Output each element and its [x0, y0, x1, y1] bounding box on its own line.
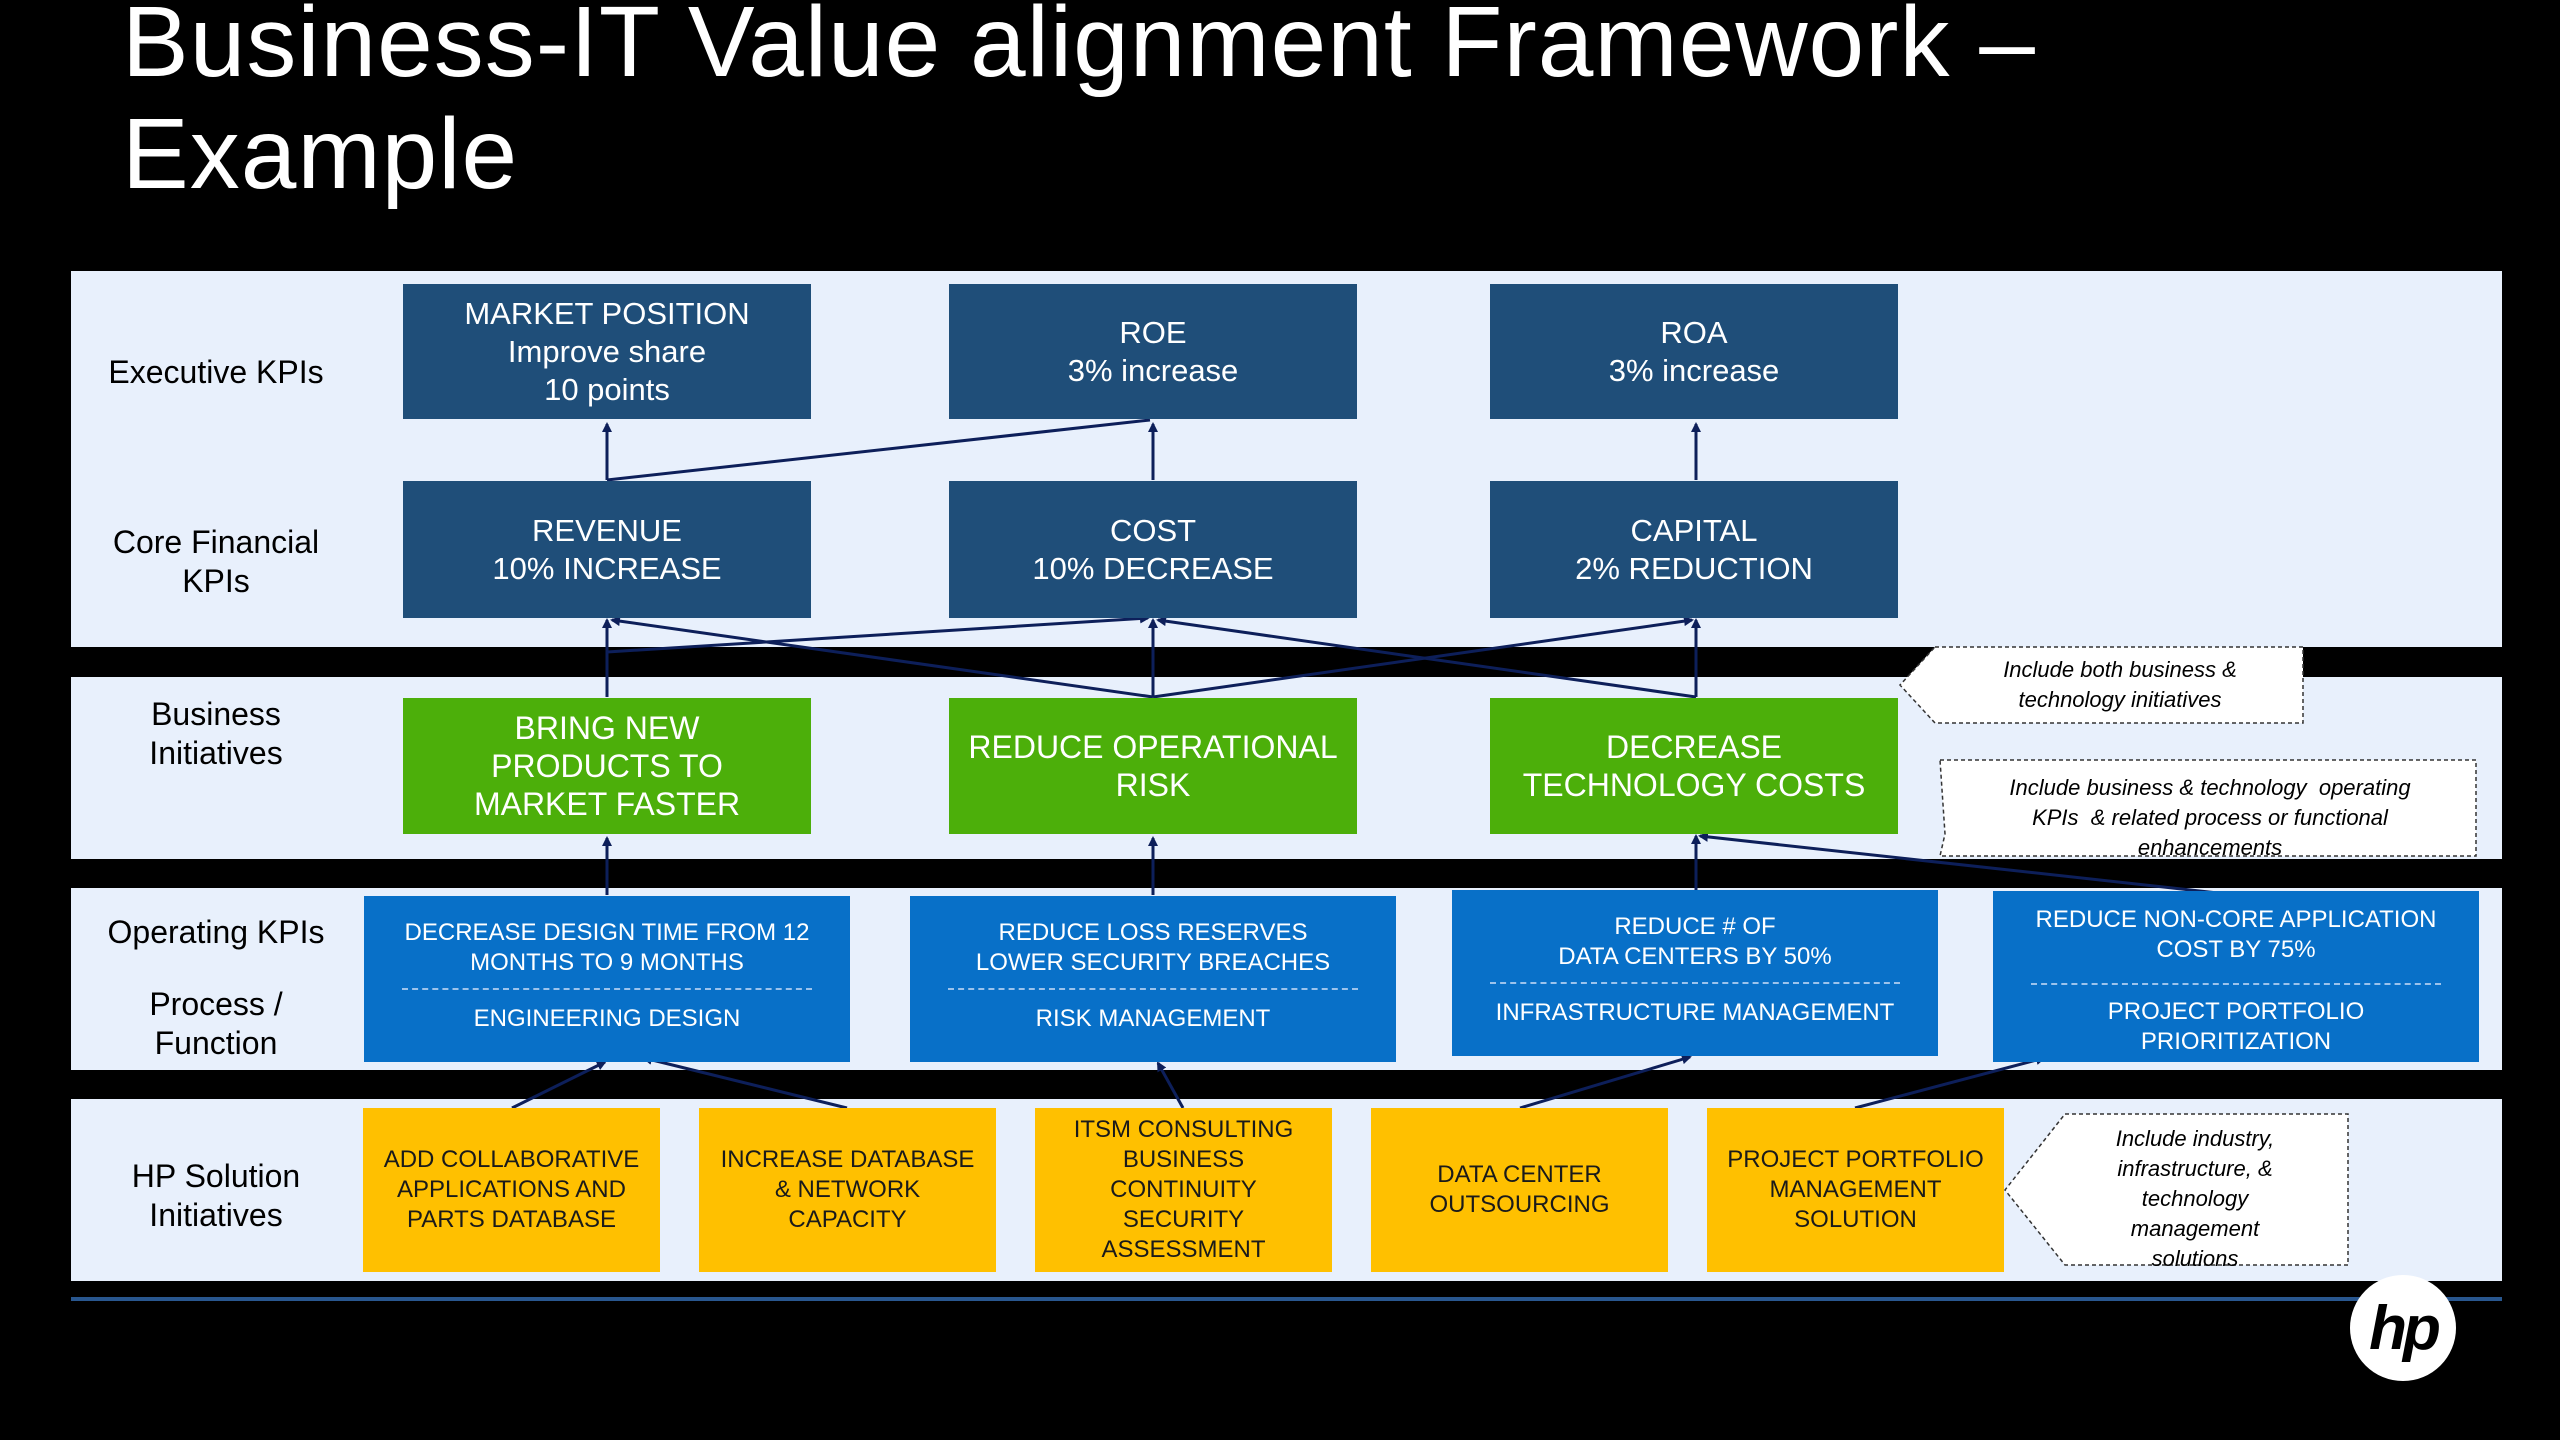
line-revenue-roe: [606, 418, 1151, 482]
line-dc-infra: [1519, 1054, 1692, 1110]
line-itsm-risk: [1156, 1061, 1185, 1109]
callout-shape-operating: [1939, 759, 2477, 857]
dashed-separator: [2030, 983, 2442, 985]
process-function-label: ENGINEERING DESIGN: [473, 1005, 741, 1032]
row-label-operating: Operating KPIs: [107, 914, 325, 950]
callout-business: Include both business &technology initia…: [2003, 657, 2237, 712]
hp-logo-icon: hp: [2350, 1275, 2456, 1381]
title-line-1: Business-IT Value alignment Framework –: [122, 0, 2036, 98]
line-risk-capital: [1152, 616, 1694, 699]
row-label-process: Process /Function: [149, 986, 283, 1061]
dashed-separator: [1489, 982, 1901, 984]
line-ppm-noncore: [1854, 1055, 2046, 1110]
line-bring-cost: [606, 613, 1150, 654]
title-line-2: Example: [122, 98, 519, 210]
line-risk-revenue: [610, 616, 1154, 699]
callout-shape-hp: [2004, 1113, 2349, 1266]
row-label-executive: Executive KPIs: [108, 354, 324, 390]
page-title: Business-IT Value alignment Framework – …: [122, 0, 2422, 210]
dashed-separator: [947, 988, 1359, 990]
process-function-label: INFRASTRUCTURE MANAGEMENT: [1495, 999, 1895, 1026]
line-noncore-tech: [1698, 831, 2237, 897]
line-db-design: [642, 1055, 848, 1110]
process-function-label: RISK MANAGEMENT: [1035, 1005, 1271, 1032]
bottom-divider: [71, 1297, 2502, 1301]
callout-shape-business: [1898, 646, 2304, 724]
line-collab-design: [511, 1060, 607, 1110]
dashed-separator: [401, 988, 813, 990]
callout-hp: Include industry,infrastructure, &techno…: [2115, 1126, 2275, 1271]
